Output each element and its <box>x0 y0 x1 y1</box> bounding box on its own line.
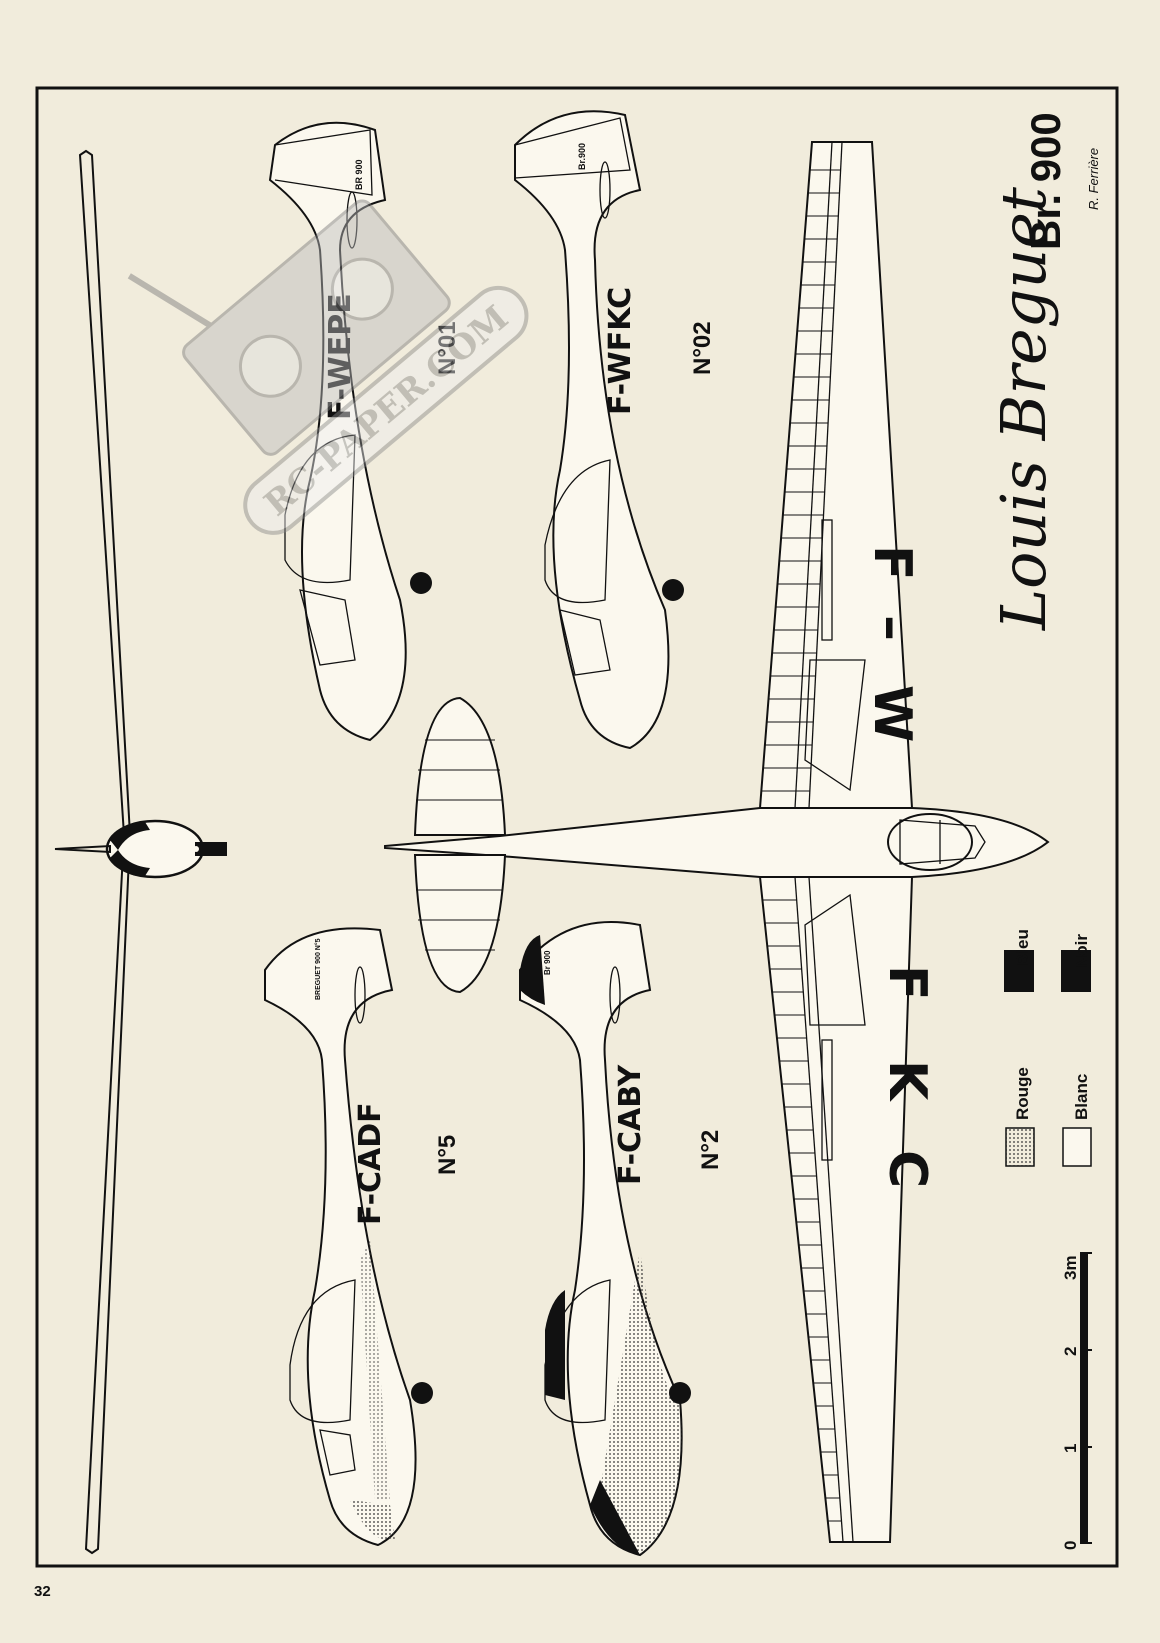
legend-swatch-rouge <box>1005 1127 1035 1167</box>
wing-letter: F <box>877 965 937 1001</box>
registration-f-caby: F-CABY <box>613 1064 648 1185</box>
scale-bar: 0 1 2 3m <box>1061 1252 1092 1550</box>
front-view <box>54 149 227 1555</box>
wing-letter: W <box>862 685 922 742</box>
side-view-n02 <box>514 110 684 750</box>
registration-f-wfkc: F-WFKC <box>603 287 638 415</box>
credit: R. Ferrière <box>1086 148 1101 210</box>
registration-f-cadf: F-CADF <box>353 1102 388 1225</box>
variant-label-n01: N°01 <box>434 321 461 375</box>
variant-label-n02: N°02 <box>689 321 716 375</box>
side-view-n01 <box>268 121 432 742</box>
scale-tick-1: 1 <box>1061 1444 1080 1453</box>
wing-marking-upper: F – W <box>862 545 922 742</box>
registration-f-wepe: F-WEPE <box>323 293 358 420</box>
wing-marking-lower: F K C <box>877 965 937 1188</box>
wing-letter: – <box>862 615 922 641</box>
wing-letter: K <box>877 1060 937 1102</box>
color-legend: Rouge Bleu Blanc Noir <box>1004 929 1092 1167</box>
scale-tick-3m: 3m <box>1061 1255 1080 1280</box>
side-view-n2 <box>519 921 691 1557</box>
fin-mark: Br 900 <box>543 950 552 975</box>
top-view <box>384 141 1050 1543</box>
signature: Louis Breguet <box>987 187 1060 631</box>
wing-letter: C <box>877 1150 937 1188</box>
fin-mark: BR 900 <box>354 159 364 190</box>
page-number: 32 <box>34 1583 51 1600</box>
wing-letter: F <box>862 545 922 581</box>
title: Br. 900 <box>1022 112 1069 250</box>
scale-tick-0: 0 <box>1061 1541 1080 1550</box>
legend-label-noir: Noir <box>1072 934 1091 968</box>
fin-mark: BREGUET 900 N°5 <box>314 938 322 1000</box>
legend-label-rouge: Rouge <box>1013 1067 1032 1120</box>
legend-label-blanc: Blanc <box>1072 1074 1091 1120</box>
variant-label-n5: N°5 <box>434 1135 461 1175</box>
fin-mark: Br.900 <box>577 143 587 170</box>
legend-label-bleu: Bleu <box>1013 929 1032 966</box>
side-view-n5 <box>264 927 433 1547</box>
legend-swatch-blanc <box>1062 1127 1092 1167</box>
page-frame <box>35 86 1119 1568</box>
legend-swatch-bleu <box>1004 950 1034 992</box>
scale-tick-2: 2 <box>1061 1347 1080 1356</box>
variant-label-n2: N°2 <box>697 1130 724 1170</box>
legend-swatch-noir <box>1061 950 1091 992</box>
